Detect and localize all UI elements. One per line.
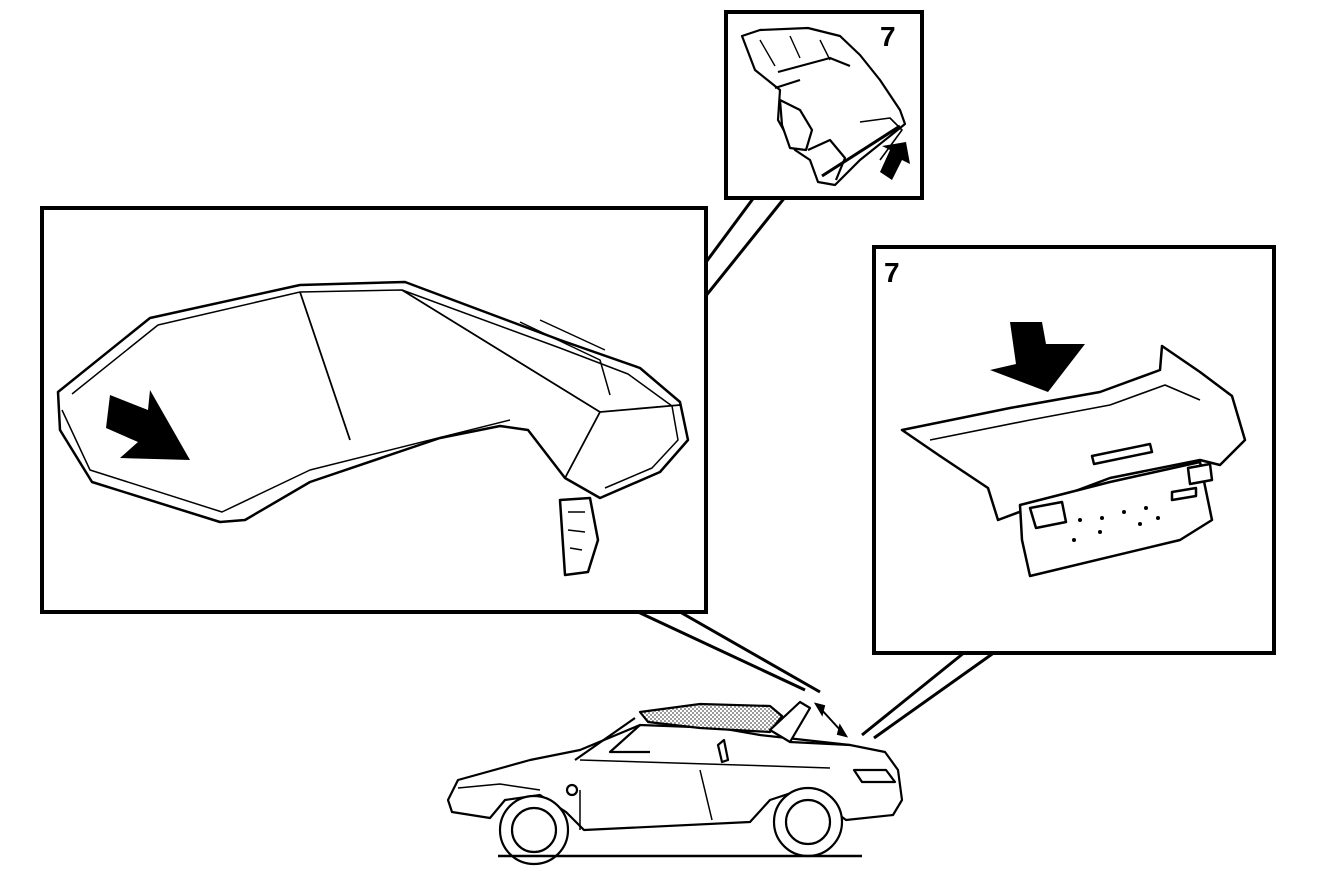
roof-detail-panel: 7: [724, 10, 924, 200]
arrow-icon: [880, 142, 910, 180]
callout-number-trunk: 7: [884, 257, 900, 288]
soft-top-panel: [40, 206, 708, 614]
trunk-lid-holes: [1072, 506, 1160, 542]
roof-rotation-arrow: [813, 702, 849, 738]
soft-top-illustration: [56, 280, 690, 577]
trunk-lid-illustration: [900, 344, 1247, 578]
arrow-icon: [106, 390, 190, 460]
callout-number-roof: 7: [880, 21, 896, 52]
car-illustration: [446, 700, 904, 866]
trunk-lid-panel: 7: [872, 245, 1276, 655]
roof-detail-illustration: [740, 26, 907, 187]
arrow-icon: [990, 322, 1085, 392]
